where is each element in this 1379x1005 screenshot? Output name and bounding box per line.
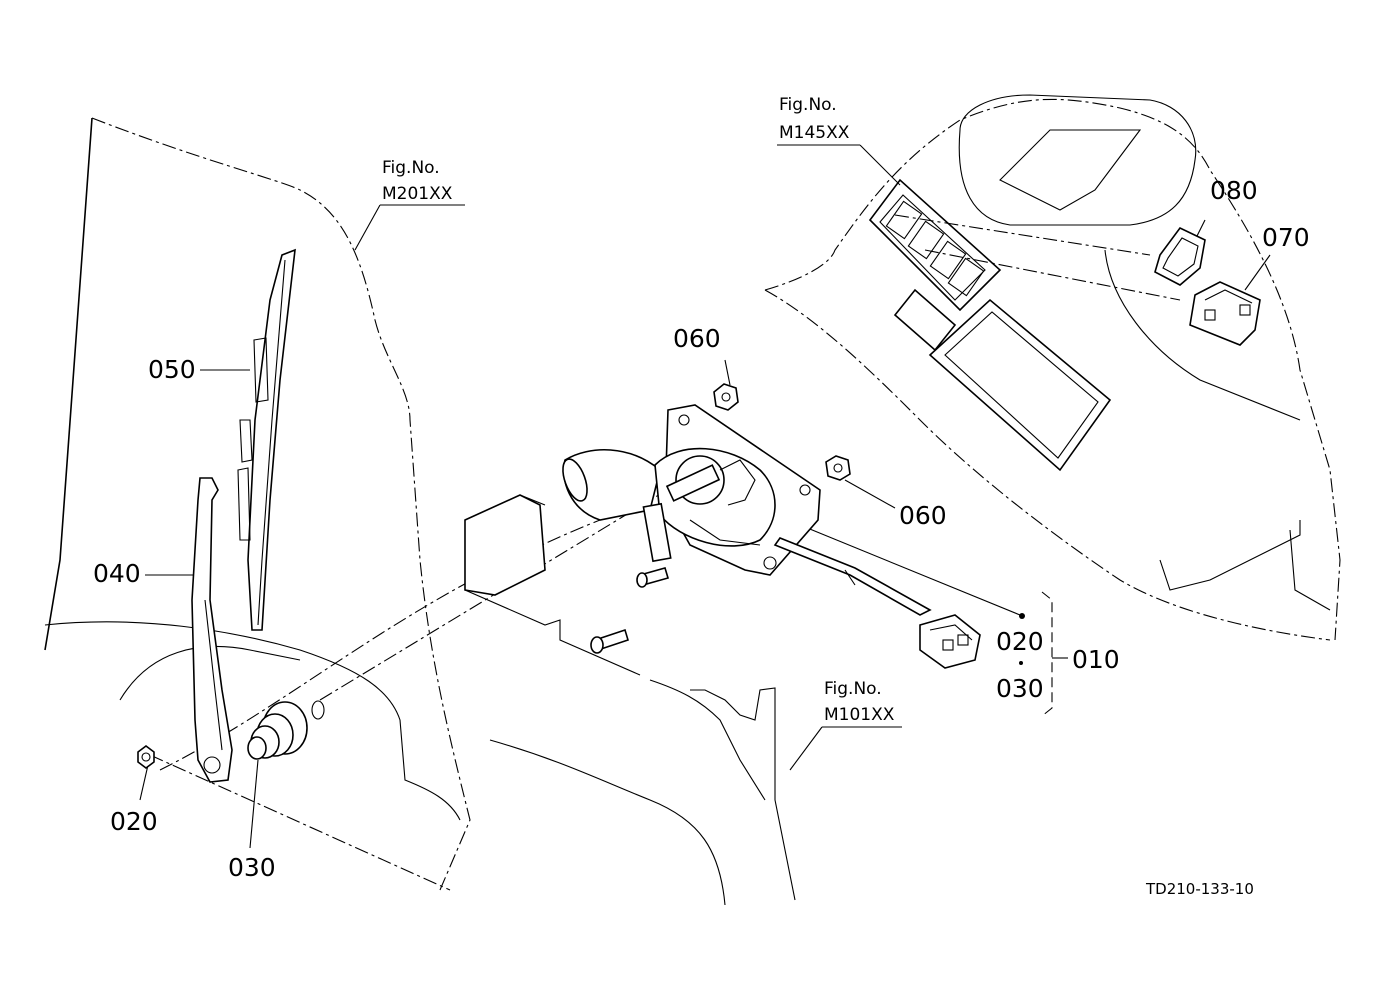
callout-080: 080 [1210,176,1258,205]
figure-reference-labels: Fig.No. M201XX Fig.No. M145XX Fig.No. M1… [382,95,895,725]
figref-m101-label: Fig.No. [824,679,882,699]
leader-lines [139,144,1271,891]
switch-cover-080 [1154,226,1206,286]
wiper-arm [191,477,233,783]
nut-020 [137,745,155,769]
callout-020-kit: 020 [996,627,1044,656]
switch-070 [1189,281,1261,346]
kit-bracket [1019,591,1068,717]
callout-030-kit: 030 [996,674,1044,703]
callout-060-right: 060 [899,501,947,530]
callout-060-top: 060 [673,324,721,353]
callout-070: 070 [1262,223,1310,252]
part-callouts: 050 040 020 030 060 060 080 070 020 030 … [93,176,1310,882]
nut-060-right [825,455,851,481]
wiper-motor [464,404,981,669]
grommet-030 [247,700,325,760]
figref-m145-label: Fig.No. [779,95,837,115]
nut-060-top [713,383,739,411]
figref-m145-number: M145XX [779,123,850,143]
console-outline [764,94,1341,641]
figref-m201-number: M201XX [382,184,453,204]
callout-050: 050 [148,355,196,384]
callout-030: 030 [228,853,276,882]
callout-010: 010 [1072,645,1120,674]
callout-020: 020 [110,807,158,836]
switch-panel [868,178,1112,472]
drawing-code: TD210-133-10 [1145,880,1254,898]
callout-040: 040 [93,559,141,588]
figref-m101-number: M101XX [824,705,895,725]
cab-door-panel [44,117,471,891]
wiper-blade [237,248,296,631]
figref-m201-label: Fig.No. [382,158,440,178]
